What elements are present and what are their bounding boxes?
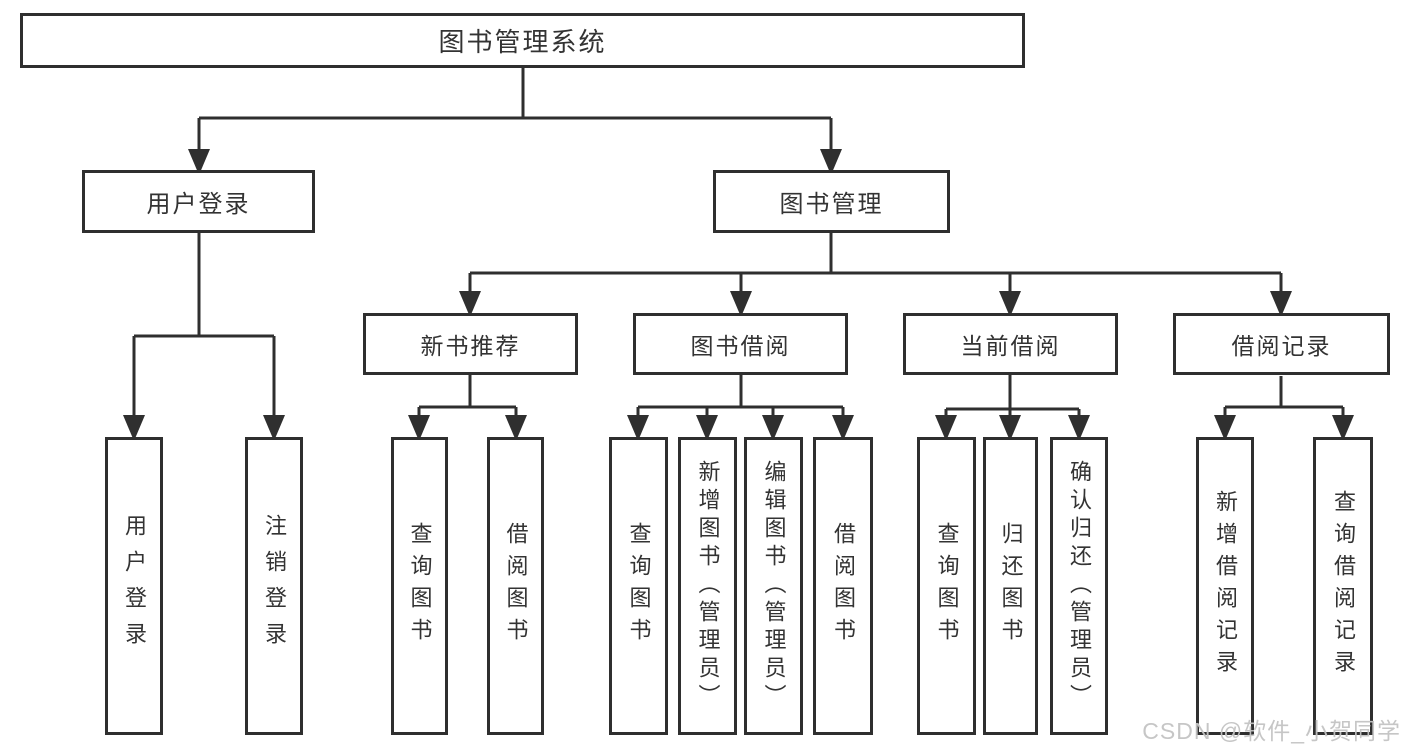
node-label: 查询借阅记录 xyxy=(1331,490,1356,682)
connector-line xyxy=(636,375,845,421)
leaf-query-borrow-record: 查询借阅记录 xyxy=(1313,437,1373,735)
arrow-down-icon xyxy=(999,291,1021,317)
node-user-login: 用户登录 xyxy=(82,170,315,233)
leaf-query-books-current: 查询图书 xyxy=(917,437,976,735)
node-book-management: 图书管理 xyxy=(713,170,950,233)
node-label: 查询图书 xyxy=(934,522,960,650)
arrow-down-icon xyxy=(820,149,842,175)
node-label: 新增借阅记录 xyxy=(1213,490,1238,682)
node-label: 借阅记录 xyxy=(1231,333,1332,359)
arrow-down-icon xyxy=(1270,291,1292,317)
node-label: 归还图书 xyxy=(998,522,1024,650)
arrow-down-icon xyxy=(627,415,649,441)
connector-line xyxy=(197,66,833,155)
arrow-down-icon xyxy=(1214,415,1236,441)
node-label: 借阅图书 xyxy=(503,522,529,650)
node-label: 查询图书 xyxy=(407,522,433,650)
arrow-down-icon xyxy=(730,291,752,317)
arrow-down-icon xyxy=(762,415,784,441)
connector-line xyxy=(944,375,1081,421)
node-label: 用户登录 xyxy=(122,514,147,658)
arrow-down-icon xyxy=(696,415,718,441)
node-label: 编辑图书（管理员） xyxy=(761,460,787,712)
connector-user-login-children xyxy=(123,233,285,441)
node-label: 新书推荐 xyxy=(420,333,521,359)
arrow-down-icon xyxy=(459,291,481,317)
connector-line xyxy=(468,233,1283,297)
leaf-borrow-books: 借阅图书 xyxy=(813,437,873,735)
leaf-query-books-borrow: 查询图书 xyxy=(609,437,668,735)
arrow-down-icon xyxy=(1332,415,1354,441)
arrow-down-icon xyxy=(832,415,854,441)
arrow-down-icon xyxy=(1068,415,1090,441)
arrow-down-icon xyxy=(263,415,285,441)
node-new-book-recommend: 新书推荐 xyxy=(363,313,578,375)
node-label: 图书管理系统 xyxy=(438,27,607,57)
connector-line xyxy=(417,375,518,421)
connector-line xyxy=(132,233,276,421)
leaf-query-books-recommend: 查询图书 xyxy=(391,437,448,735)
node-label: 图书借阅 xyxy=(690,333,791,359)
leaf-return-book: 归还图书 xyxy=(983,437,1038,735)
leaf-confirm-return-admin: 确认归还（管理员） xyxy=(1050,437,1108,735)
leaf-add-book-admin: 新增图书（管理员） xyxy=(678,437,737,735)
connector-line xyxy=(1223,376,1345,421)
connector-root-children xyxy=(188,66,842,175)
arrow-down-icon xyxy=(505,415,527,441)
leaf-user-login: 用户登录 xyxy=(105,437,163,735)
connector-book-management-children xyxy=(459,233,1292,317)
leaf-add-borrow-record: 新增借阅记录 xyxy=(1196,437,1254,735)
node-label: 图书管理 xyxy=(779,191,884,218)
leaf-edit-book-admin: 编辑图书（管理员） xyxy=(744,437,803,735)
connector-book-borrow-children xyxy=(627,375,854,441)
node-label: 借阅图书 xyxy=(831,522,856,650)
arrow-down-icon xyxy=(999,415,1021,441)
connector-current-borrow-children xyxy=(935,375,1090,441)
node-root-system: 图书管理系统 xyxy=(20,13,1025,68)
arrow-down-icon xyxy=(408,415,430,441)
node-borrow-records: 借阅记录 xyxy=(1173,313,1390,375)
node-label: 当前借阅 xyxy=(960,333,1061,359)
node-book-borrow: 图书借阅 xyxy=(633,313,848,375)
arrow-down-icon xyxy=(935,415,957,441)
watermark: CSDN @软件_小贺同学 xyxy=(1142,718,1401,744)
leaf-borrow-books-recommend: 借阅图书 xyxy=(487,437,544,735)
node-label: 查询图书 xyxy=(626,522,652,650)
node-current-borrow: 当前借阅 xyxy=(903,313,1118,375)
connector-new-book-children xyxy=(408,375,527,441)
node-label: 用户登录 xyxy=(146,191,251,218)
node-label: 注销登录 xyxy=(262,514,287,658)
leaf-logout: 注销登录 xyxy=(245,437,303,735)
node-label: 确认归还（管理员） xyxy=(1067,460,1092,712)
arrow-down-icon xyxy=(188,149,210,175)
node-label: 新增图书（管理员） xyxy=(695,460,721,712)
connector-borrow-records-children xyxy=(1214,376,1354,441)
arrow-down-icon xyxy=(123,415,145,441)
